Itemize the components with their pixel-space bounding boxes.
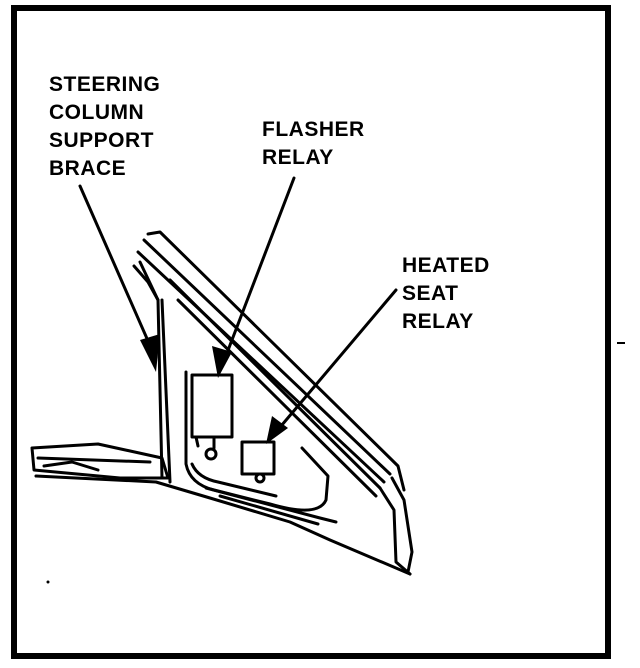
heated-seat-relay-label: HEATED SEAT RELAY	[402, 252, 490, 336]
label-line: COLUMN	[49, 101, 145, 124]
steering-column-support-brace-label: STEERING COLUMN SUPPORT BRACE	[49, 71, 160, 183]
label-line: HEATED	[402, 254, 490, 277]
label-line: BRACE	[49, 157, 127, 180]
leader-lines	[78, 176, 398, 434]
label-line: SEAT	[402, 282, 459, 305]
edge-tick-mark	[617, 342, 625, 344]
speck	[46, 580, 50, 584]
upper-rail	[136, 230, 414, 576]
label-line: SUPPORT	[49, 129, 155, 152]
label-line: RELAY	[262, 146, 334, 169]
label-line: RELAY	[402, 310, 474, 333]
arrowhead	[212, 346, 232, 378]
diagram-frame	[11, 5, 611, 659]
floor-pan	[30, 442, 412, 576]
heated-seat-relay	[240, 440, 276, 484]
label-line: FLASHER	[262, 118, 365, 141]
support-brace	[132, 260, 172, 484]
flasher-relay	[190, 373, 234, 461]
label-line: STEERING	[49, 73, 161, 96]
flasher-relay-label: FLASHER RELAY	[262, 116, 365, 172]
arrowhead	[140, 334, 160, 372]
mounting-plate	[184, 370, 338, 526]
arrowhead	[266, 416, 288, 444]
